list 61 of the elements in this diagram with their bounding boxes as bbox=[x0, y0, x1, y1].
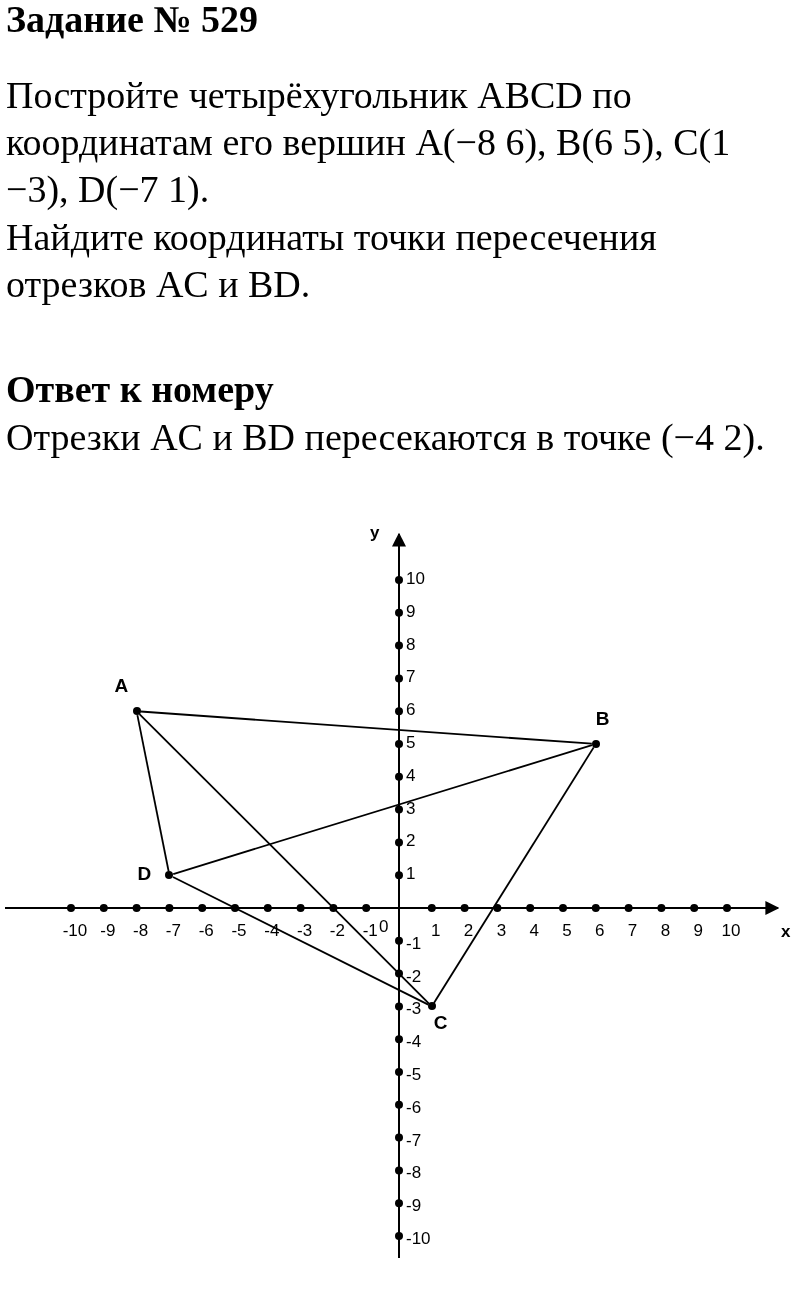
tick-label: 3 bbox=[496, 922, 507, 940]
tick-label: -9 bbox=[406, 1197, 422, 1216]
tick-label: 4 bbox=[406, 766, 416, 785]
tick-label: 6 bbox=[406, 701, 416, 720]
tick-label: -1 bbox=[362, 922, 378, 940]
tick-label: 2 bbox=[406, 832, 416, 851]
tick-label: -5 bbox=[406, 1066, 422, 1084]
tick-label: -7 bbox=[406, 1131, 422, 1150]
tick-label: 4 bbox=[529, 922, 539, 940]
tick-label: 1 bbox=[431, 922, 441, 940]
tick-label: 1 bbox=[406, 865, 416, 884]
vertex-point bbox=[591, 740, 600, 748]
tick-label: -3 bbox=[406, 1000, 422, 1019]
tick-label: 5 bbox=[406, 734, 416, 752]
tick-label: 5 bbox=[562, 922, 572, 940]
tick-label: -6 bbox=[198, 922, 214, 940]
tick-label: -10 bbox=[406, 1230, 431, 1248]
vertex-point bbox=[165, 871, 174, 880]
tick-label: 7 bbox=[627, 922, 638, 940]
axis-label: x bbox=[781, 923, 791, 941]
tick-label: 8 bbox=[660, 922, 671, 940]
answer-heading: Ответ к номеру bbox=[6, 367, 275, 412]
tick-label: -3 bbox=[297, 922, 313, 940]
vertex-label: A bbox=[114, 677, 129, 696]
tick-label: -6 bbox=[406, 1098, 422, 1117]
tick-label: -8 bbox=[406, 1164, 422, 1183]
tick-label: 10 bbox=[406, 570, 425, 588]
tick-label: -7 bbox=[165, 922, 181, 940]
segment bbox=[172, 744, 593, 875]
segment bbox=[139, 710, 593, 745]
tick-label: -10 bbox=[62, 922, 88, 940]
tick-label: 7 bbox=[406, 668, 416, 687]
tick-label: 2 bbox=[463, 922, 474, 940]
vertex-label: B bbox=[595, 710, 610, 728]
task-question: Найдите координаты точки пересечения отрезков AC и BD. bbox=[6, 215, 658, 307]
tick-label: 9 bbox=[693, 922, 703, 940]
vertex-point bbox=[427, 1002, 436, 1011]
segment bbox=[433, 746, 595, 1004]
segment bbox=[138, 713, 430, 1005]
tick-label: -1 bbox=[406, 934, 422, 953]
title: Задание № 529 bbox=[6, 0, 260, 42]
axis-label: y bbox=[370, 524, 380, 542]
tick-label: 3 bbox=[406, 799, 416, 818]
answer-text: Отрезки AC и BD пересекаются в точке (−4 2). bbox=[6, 415, 766, 460]
tick-label: -8 bbox=[133, 922, 149, 940]
tick-label: -5 bbox=[231, 922, 247, 940]
tick-label: 8 bbox=[406, 635, 416, 654]
tick-label: 6 bbox=[595, 922, 605, 940]
segment bbox=[172, 876, 430, 1006]
origin-label: 0 bbox=[379, 918, 389, 936]
segment bbox=[136, 714, 170, 873]
tick-label: 10 bbox=[721, 922, 741, 940]
task-text: Постройте четырёхугольник ABCD по координатам его вершин A(−8 6), B(6 5), C(1 −3), D(−7 1). bbox=[6, 73, 732, 212]
tick-label: -9 bbox=[100, 922, 116, 940]
vertex-label: D bbox=[137, 865, 152, 884]
tick-label: -2 bbox=[406, 967, 422, 986]
vertex-point bbox=[132, 707, 141, 716]
tick-label: 9 bbox=[406, 602, 416, 621]
tick-label: -2 bbox=[329, 922, 345, 940]
tick-label: -4 bbox=[406, 1033, 422, 1052]
vertex-label: C bbox=[433, 1014, 448, 1033]
